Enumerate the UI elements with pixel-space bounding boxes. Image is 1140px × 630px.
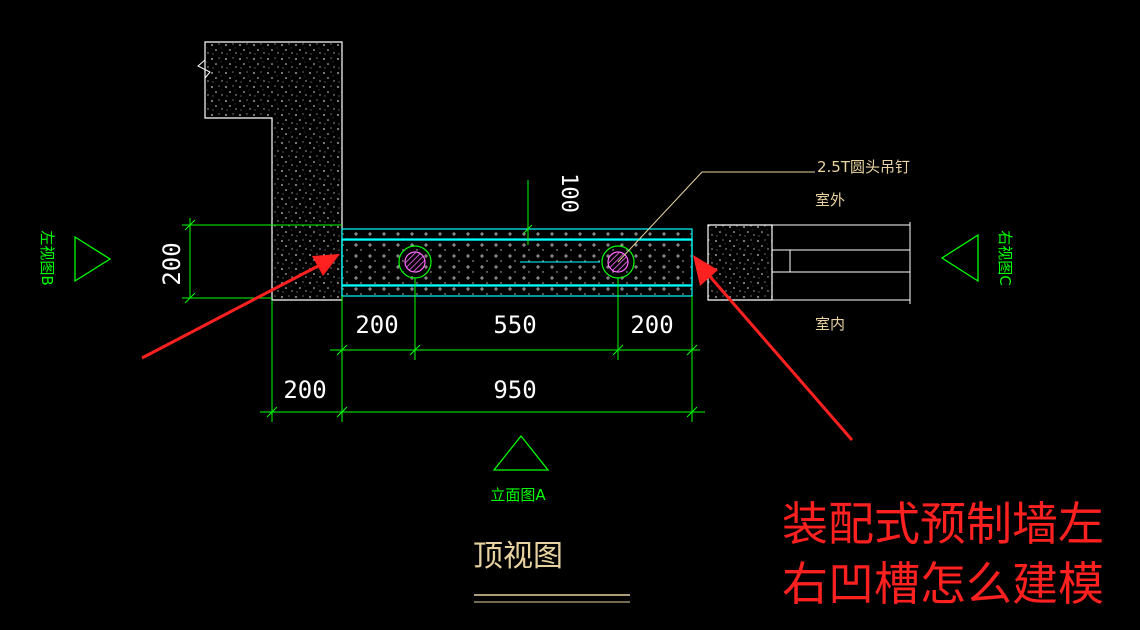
dim-row-2	[260, 300, 705, 422]
dim-seg-a: 200	[355, 311, 398, 339]
view-marker-left	[74, 235, 112, 283]
dim-base-b: 950	[493, 376, 536, 404]
view-label-front: 立面图A	[490, 486, 546, 504]
break-mark-left	[197, 59, 211, 79]
concrete-wall-right	[707, 224, 773, 301]
dim-row-1	[330, 278, 700, 360]
red-arrow-left	[141, 254, 340, 360]
dim-seg-c: 200	[630, 311, 673, 339]
dim-base-a: 200	[283, 376, 326, 404]
drawing-title: 顶视图	[473, 539, 563, 574]
window-frame-right	[772, 222, 911, 304]
outdoor-label: 室外	[815, 191, 845, 209]
red-arrow-right	[693, 255, 854, 441]
nail-leader	[617, 171, 815, 263]
dim-thickness	[523, 180, 533, 245]
question-line-1: 装配式预制墙左	[782, 497, 1104, 551]
view-label-right: 右视图C	[996, 230, 1014, 285]
view-label-left: 左视图B	[38, 230, 56, 285]
precast-panel	[341, 239, 693, 286]
dim-thickness-text: 100	[556, 173, 581, 213]
panel-bottom-skin	[341, 285, 693, 297]
indoor-label: 室内	[815, 315, 845, 333]
question-line-2: 右凹槽怎么建模	[782, 557, 1104, 611]
lifting-nail-label: 2.5T圆头吊钉	[817, 158, 910, 176]
panel-top-skin	[341, 228, 693, 240]
view-marker-right	[940, 233, 979, 283]
view-marker-front	[492, 434, 550, 471]
dim-seg-b: 550	[493, 311, 536, 339]
dim-height-left-text: 200	[158, 242, 186, 285]
